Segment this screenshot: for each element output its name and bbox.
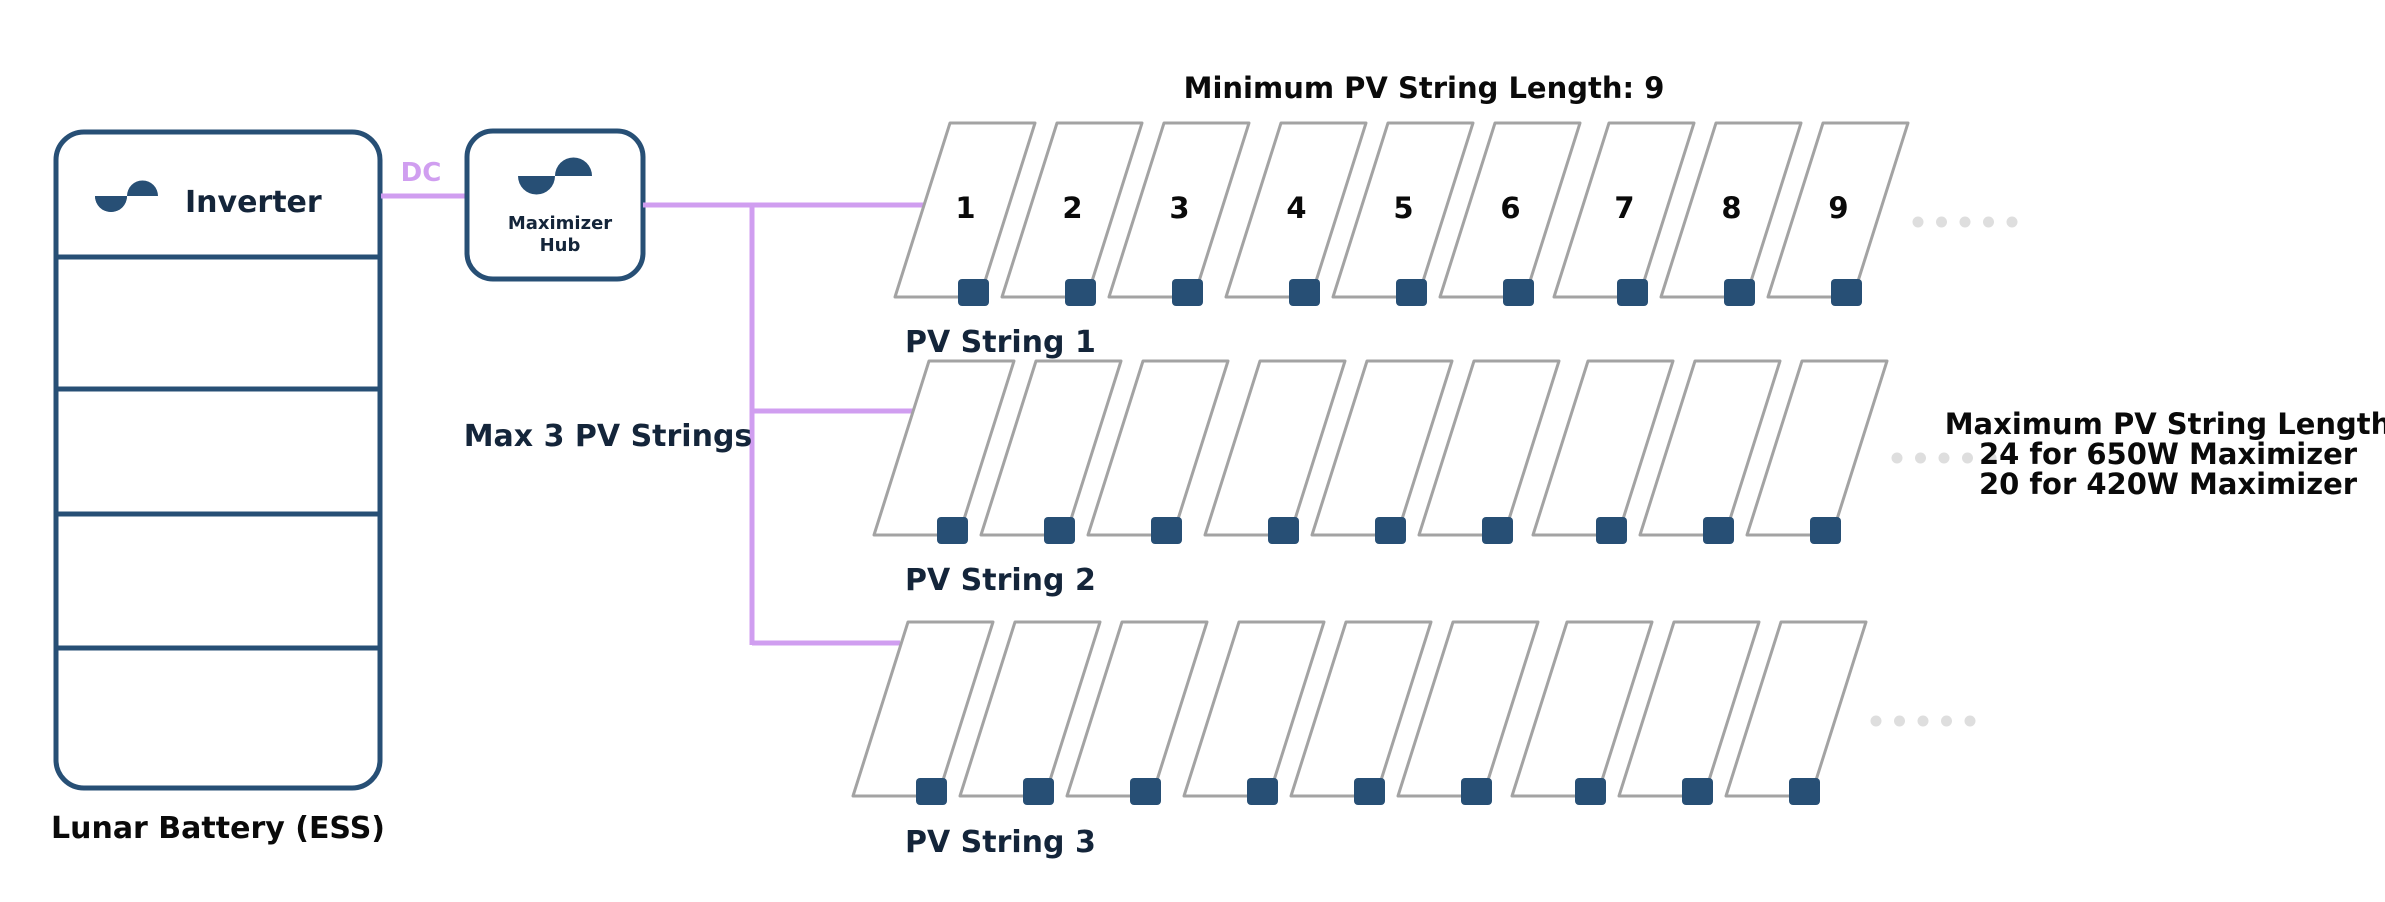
maximizer-module-icon: [1503, 279, 1534, 306]
sine-wave-icon: [518, 157, 592, 195]
maximizer-module-icon: [1151, 517, 1182, 544]
max-length-line3: 20 for 420W Maximizer: [1979, 467, 2358, 501]
pv-strings: 1 2 3 4 5 6 7 8 9 PV String 1 PV String 2 PV String…: [851, 121, 2018, 860]
maximizer-module-icon: [1831, 279, 1862, 306]
maximizer-module-icon: [1130, 778, 1161, 805]
ellipsis-dot: [1938, 452, 1950, 464]
maximizer-module-icon: [1810, 517, 1841, 544]
min-string-length-title: Minimum PV String Length: 9: [1184, 71, 1665, 105]
ellipsis-dot: [1985, 452, 1997, 464]
maximizer-module-icon: [1724, 279, 1755, 306]
ellipsis-dot: [1964, 715, 1976, 727]
ellipsis-dot: [1983, 216, 1994, 228]
max-strings-label: Max 3 PV Strings: [464, 419, 753, 454]
hub-outline: [464, 128, 646, 282]
dc-label: DC: [401, 158, 442, 188]
hub-label-line1: Maximizer: [508, 213, 612, 234]
pv-string-label: PV String 2: [905, 563, 1096, 598]
ellipsis-dot: [1917, 715, 1929, 727]
maximizer-module-icon: [1172, 279, 1203, 306]
panel-number: 4: [1286, 191, 1306, 225]
battery-label: Lunar Battery (ESS): [51, 811, 385, 846]
panel-number: 1: [955, 191, 975, 225]
ellipsis-dot: [1941, 715, 1952, 727]
pv-string-label: PV String 1: [905, 325, 1096, 360]
maximizer-module-icon: [1461, 778, 1492, 805]
panel-number: 8: [1721, 191, 1741, 225]
maximizer-module-icon: [937, 517, 968, 544]
string-wiring: [643, 202, 928, 646]
ellipsis-dot: [1959, 216, 1971, 228]
maximizer-module-icon: [1575, 778, 1606, 805]
ellipsis-dot: [1891, 452, 1903, 464]
max-length-line2: 24 for 650W Maximizer: [1979, 437, 2358, 471]
pv-string-3: PV String 3: [851, 620, 1976, 860]
maximizer-module-icon: [916, 778, 947, 805]
maximizer-module-icon: [1354, 778, 1385, 805]
max-length-line1: Maximum PV String Length: [1945, 407, 2385, 441]
panel-number: 6: [1500, 191, 1520, 225]
max-length-note: Maximum PV String Length 24 for 650W Max…: [1945, 407, 2385, 501]
maximizer-module-icon: [1268, 517, 1299, 544]
pv-string-label: PV String 3: [905, 825, 1096, 860]
maximizer-module-icon: [1617, 279, 1648, 306]
pv-string-1: 1 2 3 4 5 6 7 8 9 PV String 1: [893, 121, 2018, 360]
ellipsis-dot: [2006, 216, 2018, 228]
ellipsis-dot: [1962, 452, 1973, 464]
maximizer-module-icon: [1065, 279, 1096, 306]
hub-label-line2: Hub: [540, 235, 581, 256]
ellipsis-dot: [1936, 216, 1947, 228]
maximizer-module-icon: [1396, 279, 1427, 306]
ellipsis-dot: [1870, 715, 1882, 727]
ellipsis-dot: [1894, 715, 1905, 727]
pv-string-2: PV String 2: [872, 359, 1997, 598]
inverter-label: Inverter: [185, 185, 322, 220]
panel-number: 2: [1062, 191, 1082, 225]
lunar-battery: Inverter Lunar Battery (ESS): [51, 129, 385, 846]
sine-wave-icon: [95, 180, 158, 212]
panel-number: 3: [1169, 191, 1189, 225]
maximizer-hub: Maximizer Hub: [464, 128, 646, 282]
ellipsis-dot: [1912, 216, 1924, 228]
maximizer-module-icon: [1596, 517, 1627, 544]
maximizer-module-icon: [1247, 778, 1278, 805]
maximizer-module-icon: [1703, 517, 1734, 544]
maximizer-module-icon: [1682, 778, 1713, 805]
panel-number: 9: [1828, 191, 1848, 225]
maximizer-module-icon: [1482, 517, 1513, 544]
maximizer-module-icon: [1023, 778, 1054, 805]
maximizer-module-icon: [1289, 279, 1320, 306]
maximizer-module-icon: [1789, 778, 1820, 805]
maximizer-module-icon: [958, 279, 989, 306]
ellipsis-dot: [1915, 452, 1926, 464]
maximizer-module-icon: [1044, 517, 1075, 544]
panel-number: 5: [1393, 191, 1413, 225]
maximizer-module-icon: [1375, 517, 1406, 544]
battery-outline: [53, 129, 383, 791]
panel-number: 7: [1614, 191, 1634, 225]
